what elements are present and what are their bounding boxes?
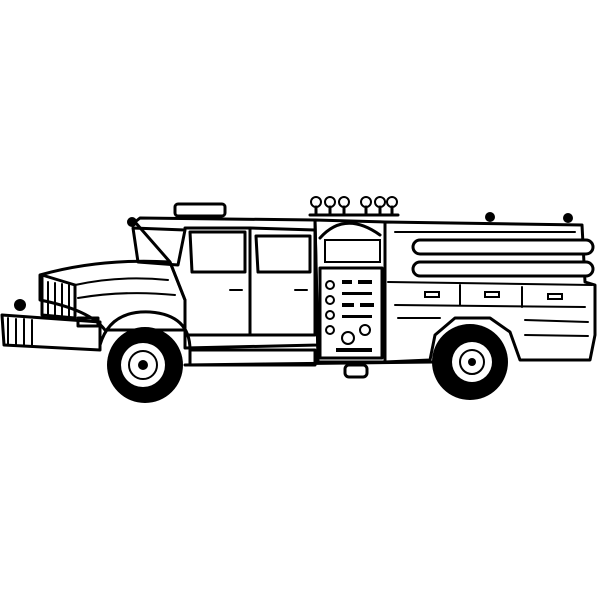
handle xyxy=(484,291,500,298)
handle xyxy=(424,291,440,298)
truck-body-rear xyxy=(383,220,597,364)
rear-wheel xyxy=(432,324,508,400)
hood-front xyxy=(0,259,187,352)
handle xyxy=(547,293,563,300)
front-wheel xyxy=(98,310,192,403)
step xyxy=(188,348,317,367)
grille xyxy=(40,273,77,320)
gauges xyxy=(325,280,374,352)
headlight xyxy=(76,316,100,328)
bumper xyxy=(0,313,102,352)
hose-pipes xyxy=(394,212,595,278)
roof-lights xyxy=(308,196,400,217)
rear-door-window xyxy=(254,234,312,274)
rear-door xyxy=(248,226,317,337)
front-fender xyxy=(98,310,192,352)
mirror xyxy=(127,217,137,227)
windshield xyxy=(131,226,187,267)
pump-panel xyxy=(308,196,400,379)
front-door-window xyxy=(188,230,247,274)
light-bar xyxy=(173,202,227,218)
front-door xyxy=(183,226,252,337)
chassis xyxy=(183,360,437,367)
